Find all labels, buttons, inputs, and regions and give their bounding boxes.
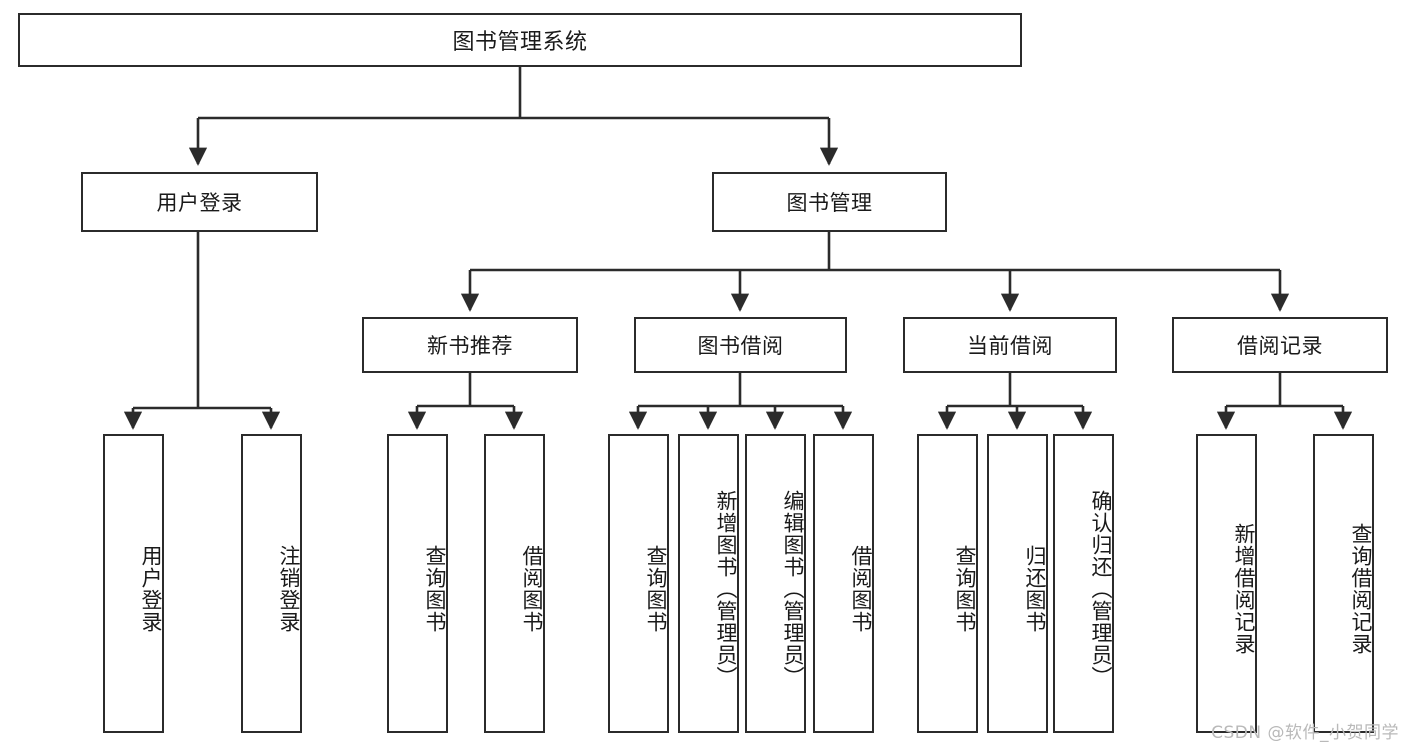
leaf-query-book-borrow[interactable]: 查询图书 [608,434,669,733]
node-label: 归还图书 [1023,544,1047,633]
node-current-borrow[interactable]: 当前借阅 [903,317,1117,373]
node-label: 查询图书 [644,544,668,633]
leaf-logout[interactable]: 注销登录 [241,434,302,733]
node-label: 查询借阅记录 [1349,522,1373,655]
node-label: 借阅图书 [849,544,873,633]
node-label: 新增借阅记录 [1232,522,1256,655]
node-label: 图书借阅 [697,334,784,358]
node-label: 用户登录 [156,191,243,215]
leaf-query-book-recommend[interactable]: 查询图书 [387,434,448,733]
node-label: 图书管理系统 [452,30,588,55]
node-label: 图书管理 [786,191,873,215]
node-label: 当前借阅 [967,334,1053,358]
node-root-book-management-system[interactable]: 图书管理系统 [18,13,1022,67]
node-borrow-record[interactable]: 借阅记录 [1172,317,1388,373]
node-label: 编辑图书（管理员） [781,489,805,688]
node-book-management[interactable]: 图书管理 [712,172,947,232]
leaf-borrow-book[interactable]: 借阅图书 [813,434,874,733]
leaf-edit-book-admin[interactable]: 编辑图书（管理员） [745,434,806,733]
node-label: 借阅图书 [520,544,544,633]
node-label: 确认归还（管理员） [1089,489,1113,688]
node-user-login[interactable]: 用户登录 [81,172,318,232]
node-label: 新增图书（管理员） [714,489,738,688]
node-book-borrow[interactable]: 图书借阅 [634,317,847,373]
leaf-add-borrow-record[interactable]: 新增借阅记录 [1196,434,1257,733]
leaf-add-book-admin[interactable]: 新增图书（管理员） [678,434,739,733]
node-label: 注销登录 [277,544,301,633]
node-label: 查询图书 [953,544,977,633]
node-new-book-recommend[interactable]: 新书推荐 [362,317,578,373]
leaf-confirm-return-admin[interactable]: 确认归还（管理员） [1053,434,1114,733]
node-label: 查询图书 [423,544,447,633]
leaf-query-borrow-record[interactable]: 查询借阅记录 [1313,434,1374,733]
leaf-user-login[interactable]: 用户登录 [103,434,164,733]
leaf-borrow-book-recommend[interactable]: 借阅图书 [484,434,545,733]
node-label: 新书推荐 [427,334,513,358]
node-label: 用户登录 [139,544,163,633]
leaf-return-book[interactable]: 归还图书 [987,434,1048,733]
node-label: 借阅记录 [1237,334,1323,358]
leaf-query-book-current[interactable]: 查询图书 [917,434,978,733]
